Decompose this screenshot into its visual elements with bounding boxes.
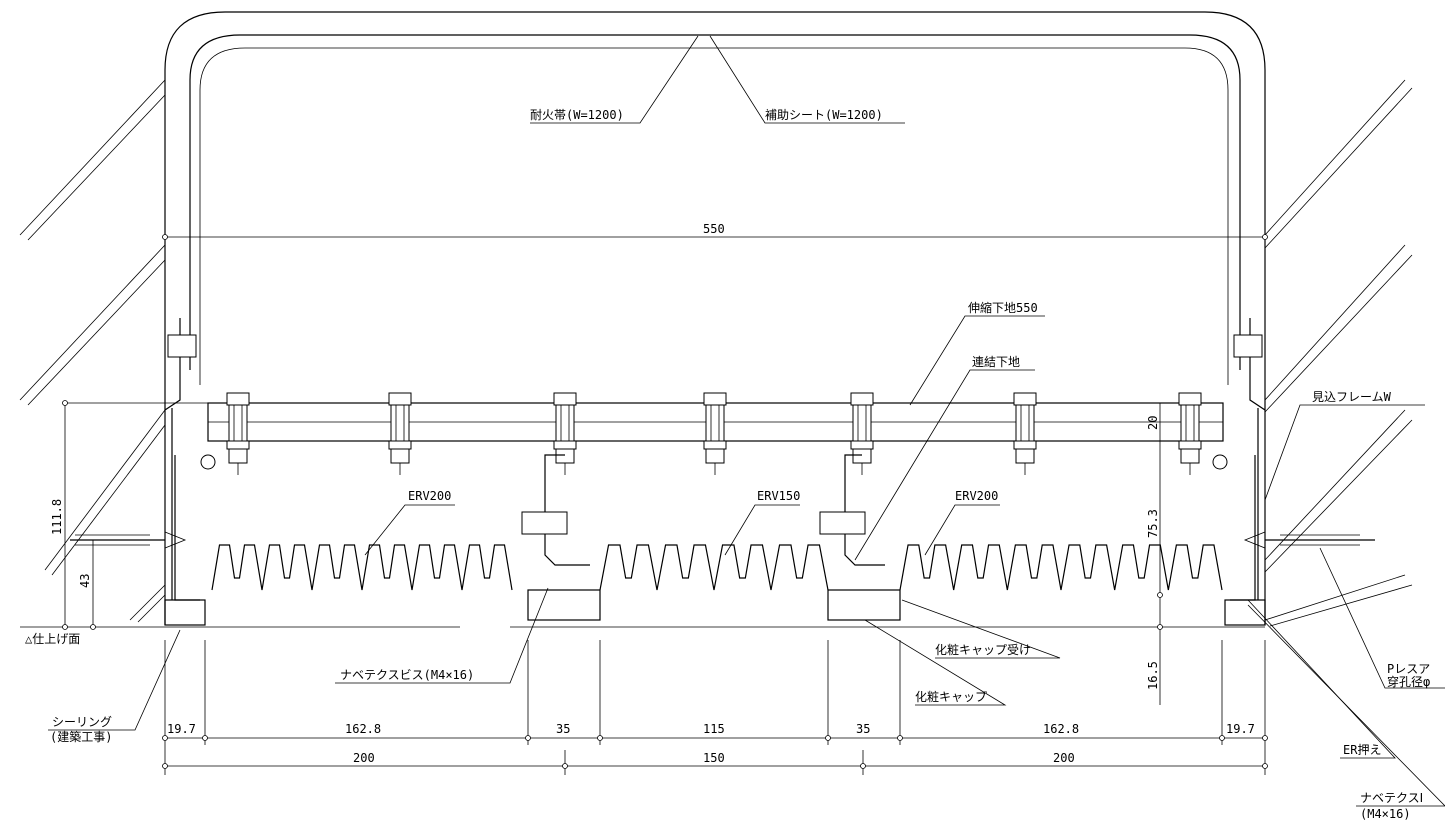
fireproof-band xyxy=(164,11,1266,405)
bolt xyxy=(1013,392,1037,475)
leader-lines xyxy=(48,35,1445,807)
label-fireproof-band: 耐火帯(W=1200) xyxy=(530,108,624,122)
dim-35-right: 35 xyxy=(856,722,870,736)
dim-75-3: 75.3 xyxy=(1146,509,1160,538)
anchor-screw-left xyxy=(70,531,187,549)
cap-bases xyxy=(164,589,1266,626)
wall-hatch-left xyxy=(19,79,166,623)
erv-corrugated-profile xyxy=(211,544,1223,591)
dim-35-left: 35 xyxy=(556,722,570,736)
label-erv150: ERV150 xyxy=(757,489,800,503)
dim-19-7-right: 19.7 xyxy=(1226,722,1255,736)
bolt xyxy=(703,392,727,475)
bolt xyxy=(388,392,412,475)
dim-16-5: 16.5 xyxy=(1146,661,1160,690)
side-frames xyxy=(164,318,1266,625)
dimension-text: 550 111.8 43 20 75.3 16.5 19.7 162.8 35 … xyxy=(50,222,1255,765)
label-erv200-right: ERV200 xyxy=(955,489,998,503)
label-pan-screw-r2: (M4×16) xyxy=(1360,807,1411,821)
label-cap: 化粧キャップ xyxy=(915,690,987,704)
label-expansion-base: 伸縮下地550 xyxy=(968,300,1038,315)
label-plaster-1: Pレスア xyxy=(1387,662,1430,676)
label-sealing: シーリング xyxy=(52,715,112,729)
label-cap-receiver: 化粧キャップ受け xyxy=(935,643,1031,657)
dim-550: 550 xyxy=(703,222,725,236)
label-erv200-left: ERV200 xyxy=(408,489,451,503)
dim-19-7-left: 19.7 xyxy=(167,722,196,736)
bolt-group xyxy=(226,392,1202,475)
dim-200-left: 200 xyxy=(353,751,375,765)
bolt xyxy=(226,392,250,475)
label-plaster-2: 穿孔径φ xyxy=(1387,674,1430,689)
dim-162-8-right: 162.8 xyxy=(1043,722,1079,736)
dim-115: 115 xyxy=(703,722,725,736)
labels: 耐火帯(W=1200) 補助シート(W=1200) 伸縮下地550 連結下地 見… xyxy=(25,108,1430,821)
label-aux-sheet: 補助シート(W=1200) xyxy=(765,108,883,122)
wall-hatch-right xyxy=(1264,79,1413,627)
label-frame-w: 見込フレームW xyxy=(1312,390,1392,404)
dimension-lines xyxy=(64,236,1266,775)
label-pan-screw: ナベテクスビス(M4×16) xyxy=(340,668,474,682)
bolt xyxy=(850,392,874,475)
label-finish-surface: △仕上げ面 xyxy=(25,632,80,646)
bolt xyxy=(1178,392,1202,475)
dim-150: 150 xyxy=(703,751,725,765)
bolt xyxy=(553,392,577,475)
label-sealing-note: (建築工事) xyxy=(50,729,112,744)
anchor-screw-right xyxy=(1243,531,1375,549)
dimension-dots xyxy=(62,234,1268,769)
label-er-press: ER押え xyxy=(1343,743,1381,757)
dim-162-8-left: 162.8 xyxy=(345,722,381,736)
dim-200-right: 200 xyxy=(1053,751,1075,765)
label-pan-screw-r1: ナベテクスⅠ xyxy=(1360,791,1423,805)
label-link-base: 連結下地 xyxy=(972,355,1020,369)
dim-43: 43 xyxy=(78,574,92,588)
dim-20: 20 xyxy=(1146,416,1160,430)
dim-111-8: 111.8 xyxy=(50,499,64,535)
